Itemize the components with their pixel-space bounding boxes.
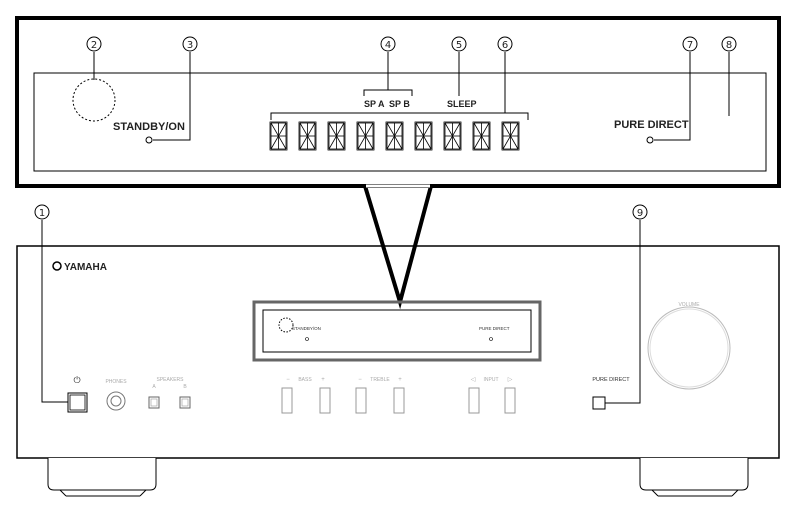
mini-standby-label: STANDBY/ON <box>292 326 321 331</box>
input-right-arrow: ▷ <box>508 377 513 383</box>
mini-standby-indicator <box>305 337 309 341</box>
input-left-arrow: ◁ <box>471 377 476 383</box>
display-character-cell <box>414 121 433 151</box>
callout-bracket-4 <box>363 89 413 96</box>
display-character-cell <box>443 121 462 151</box>
display-character-cell <box>472 121 491 151</box>
treble-plus-button[interactable] <box>393 387 405 414</box>
power-icon: ⏻ <box>73 375 80 385</box>
callout-2-number: 2 <box>91 40 97 51</box>
input-right-button[interactable] <box>504 387 516 414</box>
foot-left <box>47 458 157 491</box>
standby-indicator <box>145 136 153 144</box>
callout-3 <box>182 36 198 52</box>
volume-label: VOLUME <box>678 302 700 308</box>
treble-label: TREBLE <box>370 377 390 383</box>
spa-label: SP A <box>364 99 385 109</box>
callout-9-number: 9 <box>637 208 643 219</box>
callout-line-7 <box>654 52 691 141</box>
speakers-label: SPEAKERS <box>157 377 185 383</box>
callout-7 <box>682 36 698 52</box>
callout-line-9 <box>605 220 641 404</box>
volume-knob[interactable] <box>647 306 731 390</box>
callout-7-number: 7 <box>687 40 693 51</box>
power-button-inner <box>69 394 86 411</box>
callout-9 <box>632 204 648 220</box>
callout-6-number: 6 <box>502 40 508 51</box>
callout-4 <box>380 36 396 52</box>
callout-2 <box>86 36 102 52</box>
yamaha-logo-icon <box>52 261 62 271</box>
mini-display <box>262 309 532 353</box>
treble-plus: + <box>398 377 402 383</box>
standby-label: STANDBY/ON <box>113 121 185 133</box>
display-character-cell <box>327 121 346 151</box>
input-label: INPUT <box>484 377 499 383</box>
callout-8 <box>721 36 737 52</box>
mini-pure-direct-indicator <box>489 337 493 341</box>
foot-right <box>639 458 749 491</box>
treble-minus-button[interactable] <box>355 387 367 414</box>
pure-direct-label: PURE DIRECT <box>592 377 630 383</box>
display-character-cell <box>269 121 288 151</box>
mini-display-frame <box>252 300 542 362</box>
display-character-cell <box>385 121 404 151</box>
display-character-cell <box>298 121 317 151</box>
speaker-a-label: A <box>152 384 156 390</box>
phones-jack[interactable] <box>106 391 126 411</box>
brand-label: YAMAHA <box>64 262 107 273</box>
input-left-button[interactable] <box>468 387 480 414</box>
display-character-cell <box>356 121 375 151</box>
callout-5-number: 5 <box>456 40 462 51</box>
mini-pure-direct-label: PURE DIRECT <box>479 326 510 331</box>
pure-direct-button[interactable] <box>592 396 606 410</box>
callout-6 <box>497 36 513 52</box>
spb-label: SP B <box>389 99 410 109</box>
callout-line-3 <box>153 52 191 141</box>
callout-4-number: 4 <box>385 40 391 51</box>
speaker-b-button[interactable] <box>179 396 191 409</box>
speaker-b-label: B <box>183 384 187 390</box>
speaker-a-button[interactable] <box>148 396 160 409</box>
phones-jack-inner <box>110 395 122 407</box>
volume-knob-inner <box>649 308 729 388</box>
bass-minus-button[interactable] <box>281 387 293 414</box>
pure-direct-display-label: PURE DIRECT <box>614 119 689 131</box>
bass-minus: − <box>286 377 290 383</box>
mini-light-sensor <box>278 317 294 333</box>
bass-plus-button[interactable] <box>319 387 331 414</box>
callout-1 <box>34 204 50 220</box>
treble-minus: − <box>358 377 362 383</box>
character-display <box>269 121 520 151</box>
display-panel <box>33 72 767 172</box>
callout-5 <box>451 36 467 52</box>
zoom-pointer <box>362 184 434 310</box>
pure-direct-indicator <box>646 136 654 144</box>
callout-8-number: 8 <box>726 40 732 51</box>
power-button[interactable] <box>67 392 88 413</box>
amplifier-body <box>16 245 780 459</box>
light-sensor <box>72 78 116 122</box>
callout-3-number: 3 <box>187 40 193 51</box>
display-character-cell <box>501 121 520 151</box>
callout-1-number: 1 <box>39 208 45 219</box>
phones-label: PHONES <box>105 379 127 385</box>
sleep-label: SLEEP <box>447 99 477 109</box>
callout-bracket-6 <box>270 112 529 120</box>
bass-plus: + <box>321 377 325 383</box>
bass-label: BASS <box>298 377 312 383</box>
callout-line-1 <box>41 220 68 403</box>
